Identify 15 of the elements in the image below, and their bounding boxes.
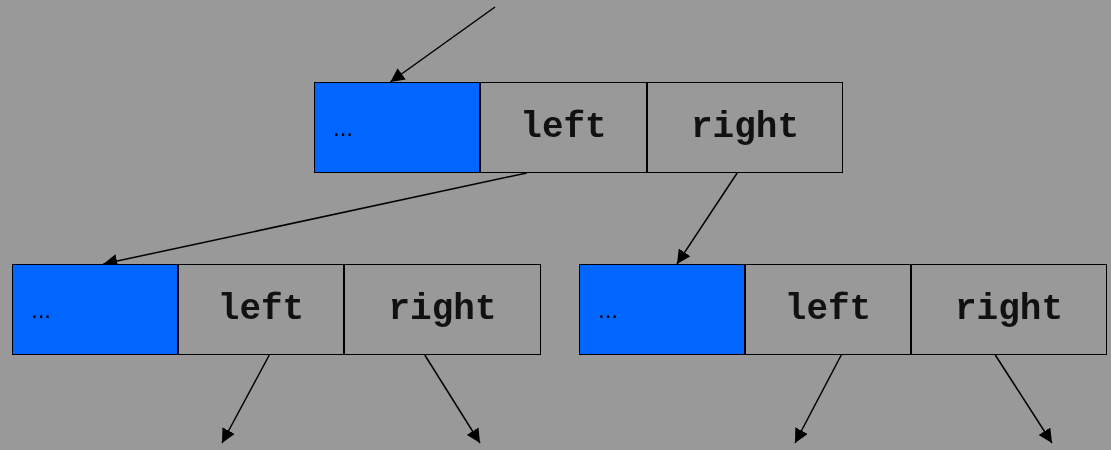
arrow: [676, 172, 738, 265]
arrow: [994, 354, 1053, 444]
data-field-cell: ...: [314, 82, 480, 173]
arrow: [424, 354, 481, 444]
data-field-cell: ...: [12, 264, 178, 355]
data-field-cell: ...: [579, 264, 745, 355]
arrow: [794, 354, 843, 444]
pointer-field-cell: right: [911, 264, 1107, 355]
pointer-field-cell: right: [344, 264, 541, 355]
pointer-field-cell: left: [745, 264, 911, 355]
pointer-field-cell: left: [480, 82, 647, 173]
arrow: [389, 6, 496, 83]
arrow: [221, 354, 271, 444]
pointer-field-cell: right: [647, 82, 843, 173]
pointer-field-cell: left: [178, 264, 344, 355]
